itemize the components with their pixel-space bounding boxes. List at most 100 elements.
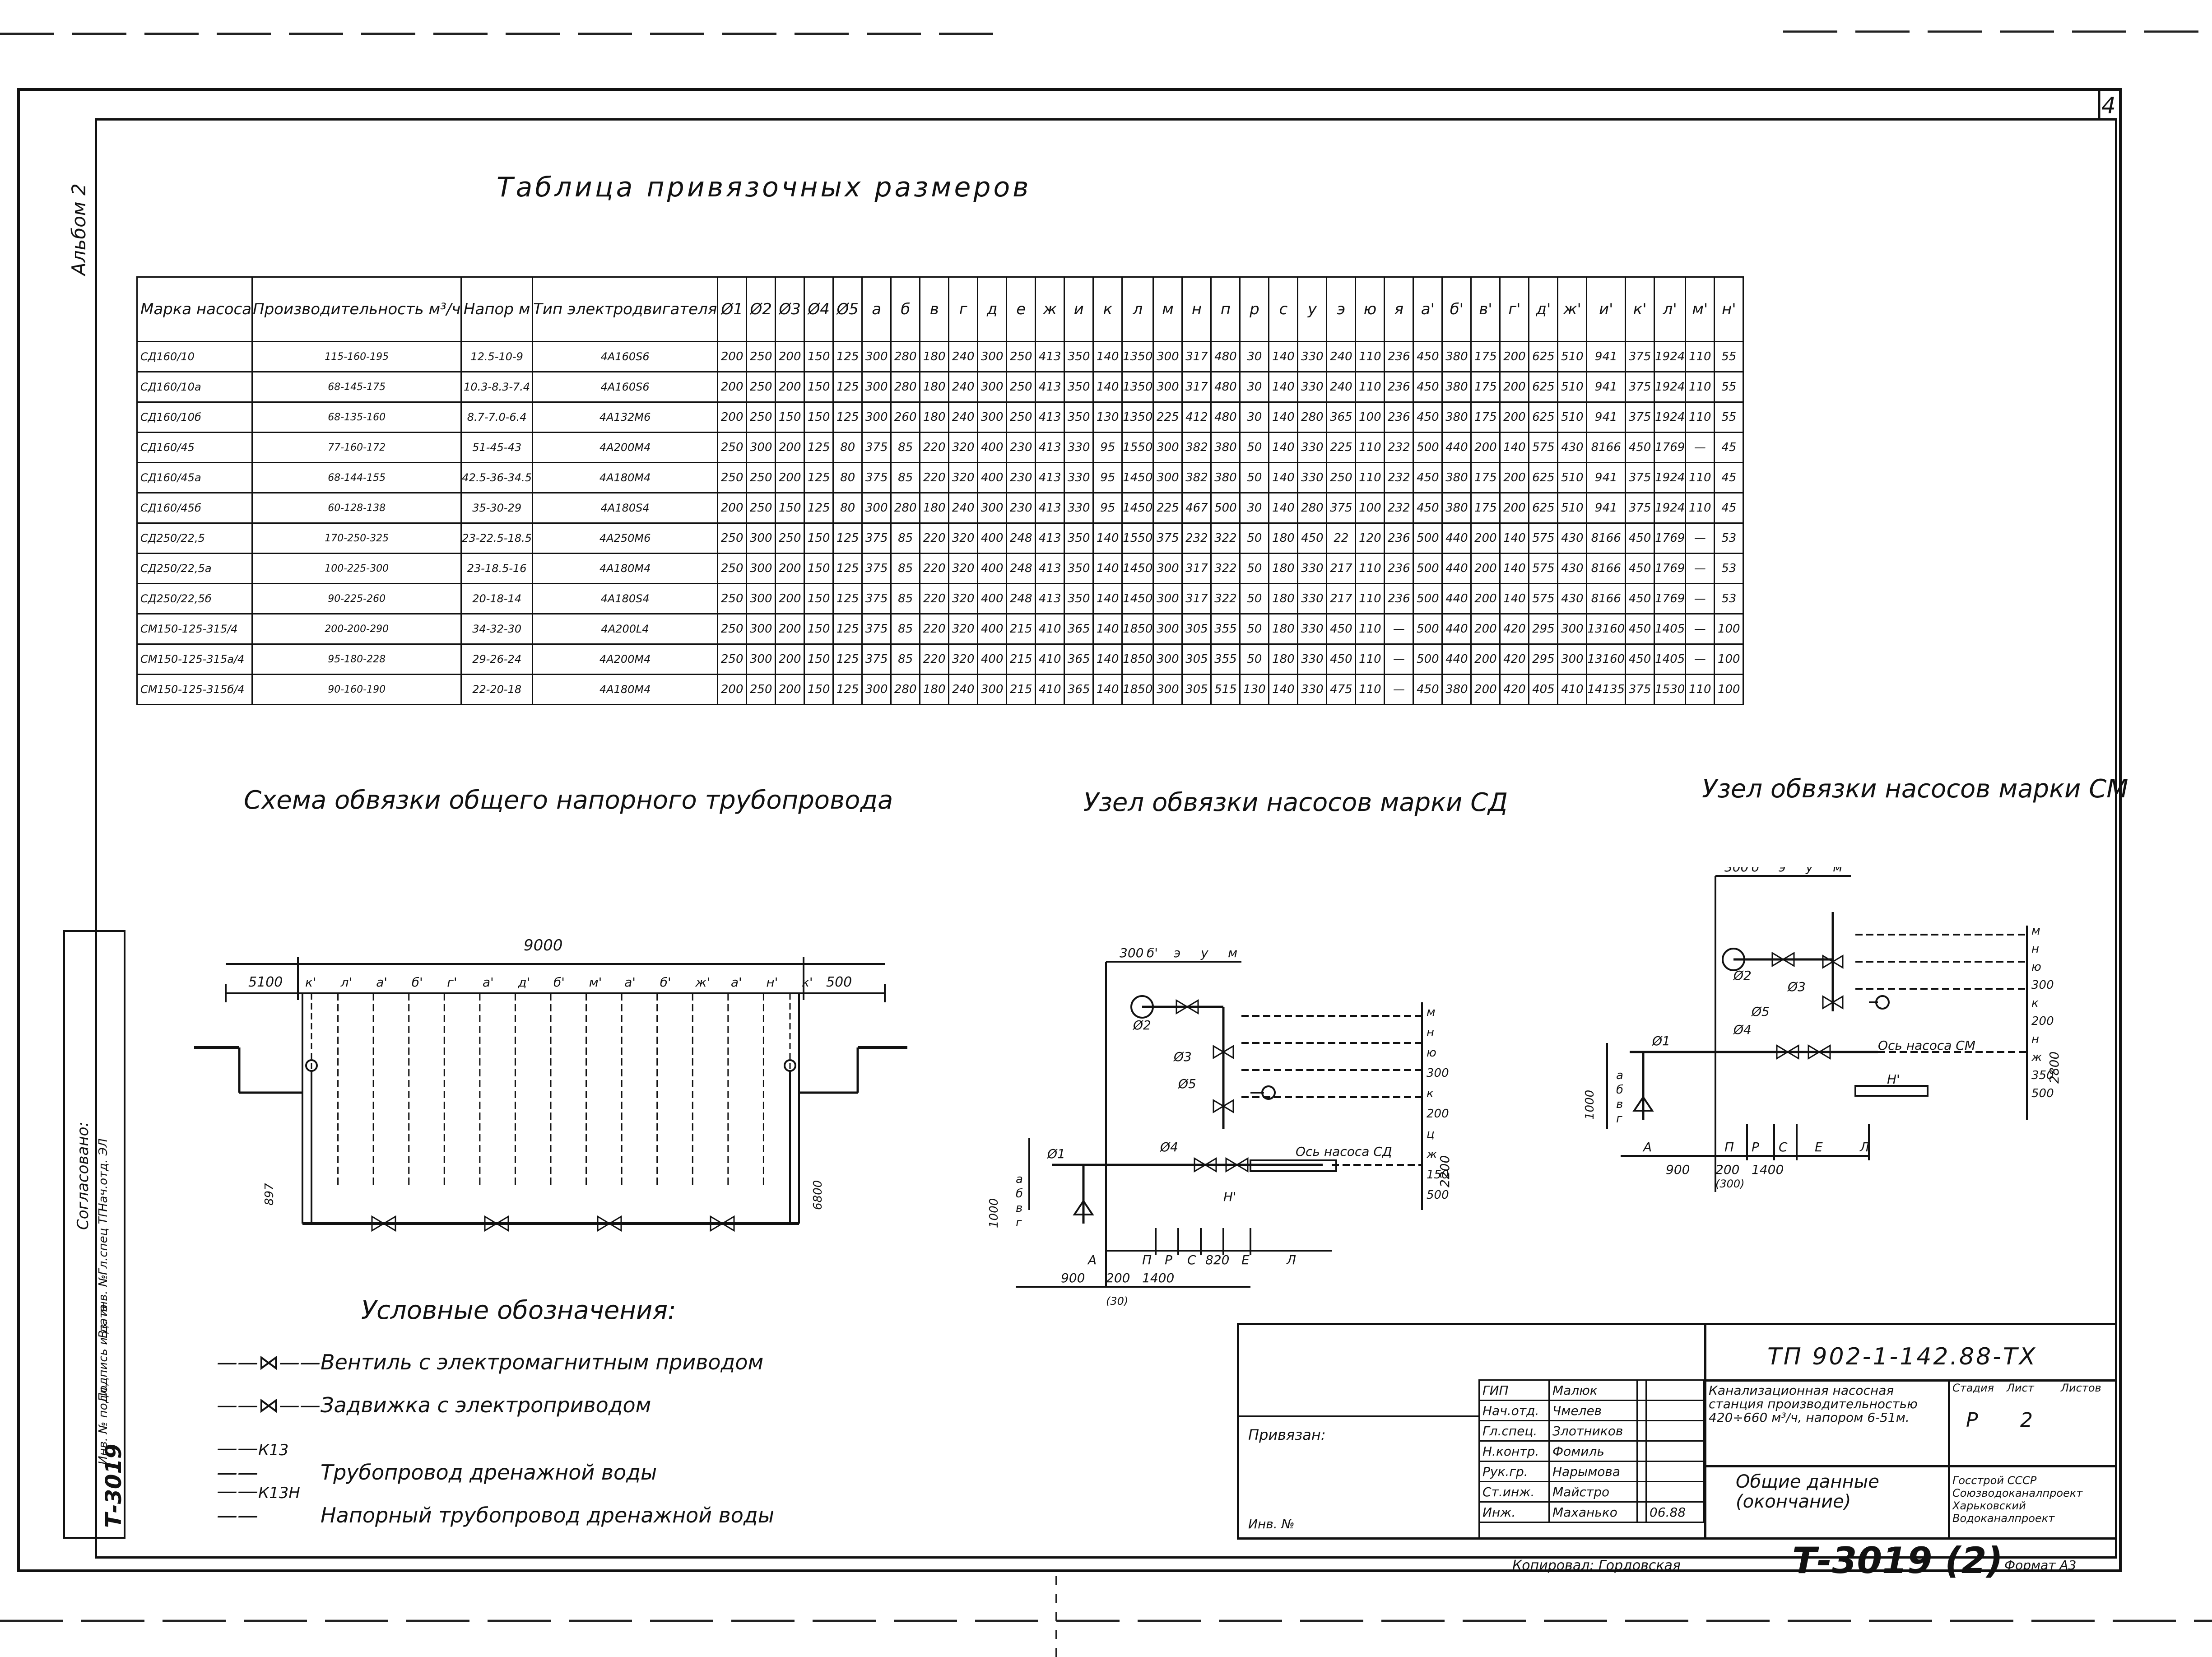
table-cell: 400 (977, 522, 1008, 554)
sd-labels-label: Н' (1223, 1189, 1236, 1204)
table-cell: 412 (1181, 401, 1212, 433)
table-cell: 230 (1006, 492, 1036, 524)
table-cell: 140 (1092, 341, 1123, 372)
sm-labels-label: Ø3 (1787, 979, 1806, 994)
table-cell: 85 (890, 432, 921, 463)
header-cell: Марка насоса (136, 276, 253, 342)
table-cell: 175 (1470, 401, 1501, 433)
table-cell: 1550 (1121, 522, 1154, 554)
table-cell: 215 (1006, 674, 1036, 705)
table-cell: 382 (1181, 432, 1212, 463)
sd-labels-label: ю (1427, 1046, 1436, 1060)
header-cell: д (977, 276, 1008, 342)
valve-icon (1822, 995, 1844, 1010)
table-cell: 150 (804, 643, 834, 675)
table-cell: 140 (1268, 371, 1299, 403)
table-cell: 45 (1714, 432, 1744, 463)
header-cell: к (1092, 276, 1123, 342)
role-cell: Ст.инж. (1478, 1481, 1550, 1503)
header-cell: ж (1035, 276, 1065, 342)
table-cell: 230 (1006, 432, 1036, 463)
table-cell: 1924 (1654, 492, 1687, 524)
table-cell: 320 (948, 613, 979, 645)
header-cell: г' (1499, 276, 1530, 342)
table-cell: 110 (1355, 643, 1385, 675)
table-cell: 625 (1528, 371, 1559, 403)
table-cell: 450 (1413, 492, 1443, 524)
signature-row: Гл.спец.Злотников (1478, 1420, 1704, 1442)
table-cell: 100-225-300 (251, 553, 462, 584)
header-cell: Ø2 (746, 276, 776, 342)
scheme-mark-label: м' (589, 975, 602, 990)
sm-labels-label: 200 (2031, 1015, 2054, 1028)
table-cell: 430 (1557, 432, 1588, 463)
table-cell: 200 (775, 371, 805, 403)
table-cell: 305 (1181, 643, 1212, 675)
table-cell: 248 (1006, 553, 1036, 584)
table-cell: 1350 (1121, 341, 1154, 372)
sm-labels-label: б' (1752, 867, 1763, 875)
role-cell: Нач.отд. (1478, 1400, 1550, 1421)
header-cell: Напор м (460, 276, 534, 342)
table-cell: 50 (1239, 522, 1270, 554)
sm-labels-label: н (2031, 942, 2039, 956)
table-cell: 330 (1064, 432, 1094, 463)
table-cell: 110 (1685, 462, 1715, 493)
table-cell: 175 (1470, 462, 1501, 493)
table-cell: 300 (977, 341, 1008, 372)
table-cell: 300 (1557, 643, 1588, 675)
valve-icon (1213, 1099, 1234, 1113)
table-cell: — (1384, 613, 1414, 645)
table-cell: 450 (1297, 522, 1328, 554)
table-cell: 22 (1326, 522, 1357, 554)
table-cell: 200 (1470, 674, 1501, 705)
table-cell: 53 (1714, 583, 1744, 614)
table-cell: 8166 (1586, 553, 1626, 584)
sd-labels-label: 300 (1120, 948, 1143, 960)
table-cell: 23-18.5-16 (460, 553, 534, 584)
table-cell: 305 (1181, 613, 1212, 645)
valve-icon (1213, 1045, 1234, 1059)
table-cell: 110 (1685, 401, 1715, 433)
table-cell: 300 (1152, 462, 1183, 493)
sd-labels-label: 1000 (987, 1198, 1001, 1228)
table-cell: 180 (919, 492, 950, 524)
table-cell: 380 (1441, 674, 1472, 705)
header-cell: у (1297, 276, 1328, 342)
table-cell: 80 (832, 492, 863, 524)
header-cell: к' (1625, 276, 1655, 342)
table-cell: 300 (746, 613, 776, 645)
table-cell: 29-26-24 (460, 643, 534, 675)
table-cell: 110 (1355, 613, 1385, 645)
table-cell: 1850 (1121, 613, 1154, 645)
table-cell: 150 (804, 613, 834, 645)
name-cell: Нарымова (1548, 1461, 1638, 1482)
table-cell: 150 (804, 583, 834, 614)
table-cell: 55 (1714, 401, 1744, 433)
table-cell: 232 (1181, 522, 1212, 554)
table-cell: 4А200М4 (532, 432, 719, 463)
table-cell: 510 (1557, 371, 1588, 403)
table-cell: 413 (1035, 553, 1065, 584)
table-cell: 110 (1685, 341, 1715, 372)
table-cell: 80 (832, 432, 863, 463)
table-cell: 380 (1441, 401, 1472, 433)
pipe-symbol-icon: ——К13Н—— (217, 1479, 300, 1527)
table-cell: 220 (919, 643, 950, 675)
role-cell: Гл.спец. (1478, 1420, 1550, 1442)
table-cell: 375 (861, 553, 892, 584)
table-cell: 240 (948, 492, 979, 524)
header-cell: м' (1685, 276, 1715, 342)
table-cell: 330 (1297, 643, 1328, 675)
table-cell: 95 (1092, 432, 1123, 463)
table-cell: СД250/22,5а (136, 553, 253, 584)
table-cell: 300 (861, 492, 892, 524)
scheme-mark-label: л' (340, 975, 353, 990)
table-cell: 4А180S4 (532, 492, 719, 524)
table-cell: 450 (1625, 613, 1655, 645)
stage-header: Стадия (1952, 1382, 1994, 1394)
table-cell: 300 (746, 643, 776, 675)
header-cell: Ø3 (775, 276, 805, 342)
